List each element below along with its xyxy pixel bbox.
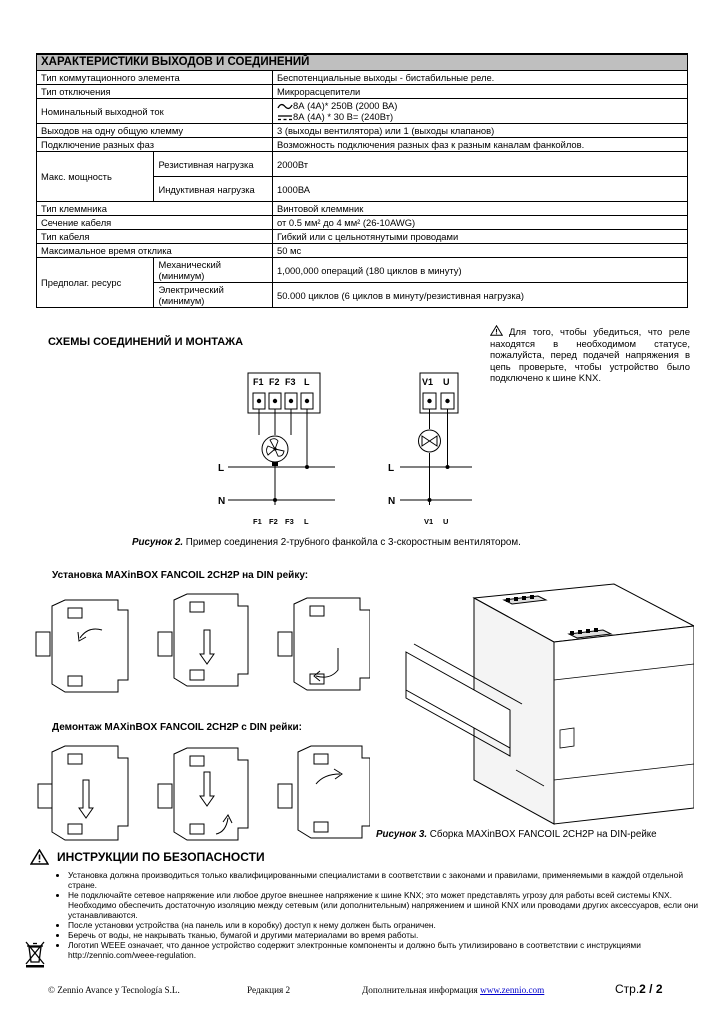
- fan-terminal-bottom-label: F3: [285, 517, 294, 526]
- safety-list: Установка должна производиться только кв…: [52, 870, 708, 960]
- figure-2-caption: Рисунок 2. Пример соединения 2-трубного …: [132, 537, 521, 548]
- device-din-rail-illustration: [405, 583, 694, 825]
- install-step-3: [277, 597, 370, 691]
- table-row: Электрический (минимум) 50.000 циклов (6…: [37, 282, 688, 308]
- fan-icon: [261, 435, 289, 466]
- footer-company: © Zennio Avance y Tecnología S.L.: [48, 985, 180, 995]
- fan-terminal-label: F1: [253, 377, 264, 387]
- table-row: Номинальный выходной ток 8А (4А)* 250В (…: [36, 98, 688, 124]
- valve-terminal-block: [419, 372, 459, 414]
- safety-header: ИНСТРУКЦИИ ПО БЕЗОПАСНОСТИ: [30, 849, 265, 865]
- fan-terminal-bottom-label: F2: [269, 517, 278, 526]
- table-row: Тип кабеля Гибкий или с цельнотянутыми п…: [36, 229, 688, 244]
- install-steps-illustration: [35, 593, 370, 693]
- list-item: Беречь от воды, не накрывать тканью, бум…: [68, 930, 708, 940]
- fan-terminal-block: [247, 372, 321, 414]
- fan-terminal-bottom-label: F1: [253, 517, 262, 526]
- table-row: Выходов на одну общую клемму 3 (выходы в…: [36, 123, 688, 138]
- table-title: ХАРАКТЕРИСТИКИ ВЫХОДОВ И СОЕДИНЕНИЙ: [36, 53, 688, 71]
- install-step-1: [35, 599, 129, 693]
- table-row: Тип клеммника Винтовой клеммник: [36, 201, 688, 216]
- valve-terminal-bottom-label: U: [443, 517, 448, 526]
- table-row: Индуктивная нагрузка 1000ВА: [37, 176, 688, 202]
- footer-more-info: Дополнительная информация www.zennio.com: [362, 985, 545, 995]
- warning-note: Для того, чтобы убедиться, что реле нахо…: [489, 324, 690, 385]
- list-item: Установка должна производиться только кв…: [68, 870, 708, 890]
- line-n-label: N: [388, 496, 395, 507]
- removal-title: Демонтаж MAXinBOX FANCOIL 2CH2P с DIN ре…: [52, 722, 302, 733]
- fan-terminal-label: F2: [269, 377, 280, 387]
- table-row: Тип отключения Микрорасцепители: [36, 84, 688, 99]
- removal-steps-illustration: [37, 745, 370, 841]
- table-row: Максимальное время отклика 50 мс: [36, 243, 688, 258]
- fan-terminal-bottom-label: L: [304, 517, 309, 526]
- ac-symbol-icon: [277, 103, 293, 110]
- removal-step-3: [277, 745, 370, 839]
- removal-step-2: [157, 747, 249, 841]
- warning-icon: [489, 324, 504, 336]
- line-l-label: L: [388, 463, 394, 474]
- safety-title: ИНСТРУКЦИИ ПО БЕЗОПАСНОСТИ: [57, 850, 265, 864]
- valve-terminal-bottom-label: V1: [424, 517, 433, 526]
- list-item: После установки устройства (на панель ил…: [68, 920, 708, 930]
- table-row: Предполаг. ресурс Механический (минимум)…: [35, 257, 688, 308]
- list-item: Не подключайте сетевое напряжение или лю…: [68, 890, 708, 920]
- warning-icon: [30, 849, 49, 865]
- line-l-label: L: [218, 463, 224, 474]
- wiring-diagram: F1 F2 F3 L V1 U L L N N F1 F2 F3 L V1: [218, 372, 472, 526]
- weee-bin-icon: [25, 941, 45, 968]
- list-item: Логотип WEEE означает, что данное устрой…: [68, 940, 708, 960]
- install-step-2: [157, 593, 249, 687]
- dc-symbol-icon: [278, 115, 292, 121]
- line-n-label: N: [218, 496, 225, 507]
- valve-icon: [418, 429, 441, 453]
- specs-table: ХАРАКТЕРИСТИКИ ВЫХОДОВ И СОЕДИНЕНИЙ Тип …: [35, 53, 688, 308]
- valve-terminal-label: V1: [422, 377, 433, 387]
- footer-revision: Редакция 2: [247, 985, 291, 995]
- figure-3-caption: Рисунок 3. Сборка MAXinBOX FANCOIL 2CH2P…: [376, 829, 657, 840]
- removal-step-1: [37, 745, 129, 841]
- install-title: Установка MAXinBOX FANCOIL 2CH2P на DIN …: [52, 570, 309, 581]
- table-row: Сечение кабеля от 0.5 мм² до 4 мм² (26-1…: [36, 215, 688, 230]
- fan-terminal-label: L: [304, 377, 310, 387]
- page-number: Стр.2 / 2: [615, 982, 663, 996]
- schemes-title: СХЕМЫ СОЕДИНЕНИЙ И МОНТАЖА: [48, 336, 244, 348]
- valve-terminal-label: U: [443, 377, 450, 387]
- table-row: Подключение разных фаз Возможность подкл…: [36, 137, 688, 152]
- table-row: Тип коммутационного элемента Беспотенциа…: [36, 70, 688, 85]
- table-row: Макс. мощность Резистивная нагрузка 2000…: [35, 151, 688, 202]
- fan-terminal-label: F3: [285, 377, 296, 387]
- website-link[interactable]: www.zennio.com: [480, 985, 545, 995]
